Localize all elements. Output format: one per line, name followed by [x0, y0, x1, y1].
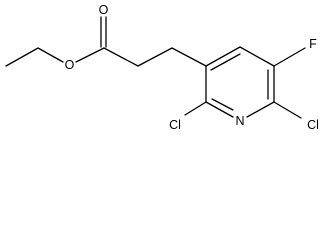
bond-ring-n-c2: [205, 101, 234, 118]
bond-ring-c3-c4: [205, 46, 241, 67]
bond-layer: [5, 16, 306, 119]
bond-ring-c4-c5: [239, 46, 275, 67]
bond-ch3-ch2: [5, 47, 39, 67]
bond-ch2-o-ester: [37, 47, 64, 63]
atom-o-carbonyl: O: [99, 3, 109, 17]
structure-canvas: O O F N Cl Cl: [5, 3, 319, 132]
bond-ring-n-c2-inner: [211, 98, 234, 111]
bond-ring-c3-c4-inner: [210, 53, 241, 71]
bond-o-ester-carbonyl-c: [75, 47, 105, 63]
atom-fluorine: F: [309, 37, 317, 51]
bond-c2-cl: [184, 101, 207, 116]
bond-carbonyl-c-ch2: [103, 47, 139, 67]
molecule-structure: O O F N Cl Cl: [5, 3, 319, 132]
atom-o-ester: O: [65, 58, 75, 72]
bond-c5-f: [273, 47, 306, 67]
bond-c6-cl: [273, 101, 302, 119]
bond-ch2-ch2: [137, 47, 173, 67]
atom-chlorine-left: Cl: [169, 118, 181, 132]
bond-ch2-ring: [171, 47, 207, 67]
atom-chlorine-right: Cl: [307, 118, 319, 132]
atom-label-layer: O O F N Cl Cl: [65, 3, 319, 132]
bond-ring-c6-n: [246, 101, 275, 118]
atom-nitrogen: N: [235, 114, 244, 128]
